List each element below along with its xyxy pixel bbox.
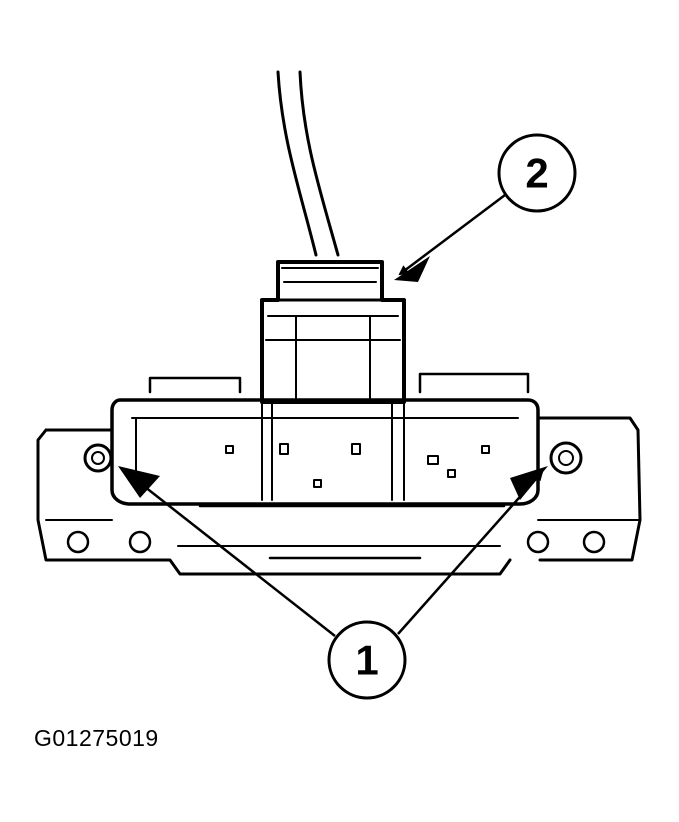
callout-2: 2 [398, 133, 577, 276]
callout-1: 1 [118, 466, 548, 700]
sensor-wire-edge [298, 70, 340, 257]
callout-1-label: 1 [355, 637, 378, 684]
callout-1-leader-right [397, 470, 544, 635]
left-bolt [83, 443, 113, 473]
callout-2-leader [398, 194, 506, 276]
figure-id: G01275019 [34, 725, 159, 751]
callout-1-circle [327, 620, 407, 700]
sensor-illustration [36, 70, 642, 576]
sensor-body [110, 398, 540, 506]
callout-1-arrowhead-right [510, 466, 548, 500]
callout-2-circle [497, 133, 577, 213]
rear-housing [148, 372, 530, 394]
callout-1-arrowhead-left [118, 466, 160, 498]
callout-2-arrowhead [394, 256, 430, 282]
mounting-flange [36, 416, 642, 576]
right-bolt [549, 441, 583, 475]
sensor-wire [276, 70, 318, 257]
callout-1-leader-left [124, 470, 336, 637]
callout-2-label: 2 [525, 150, 548, 197]
